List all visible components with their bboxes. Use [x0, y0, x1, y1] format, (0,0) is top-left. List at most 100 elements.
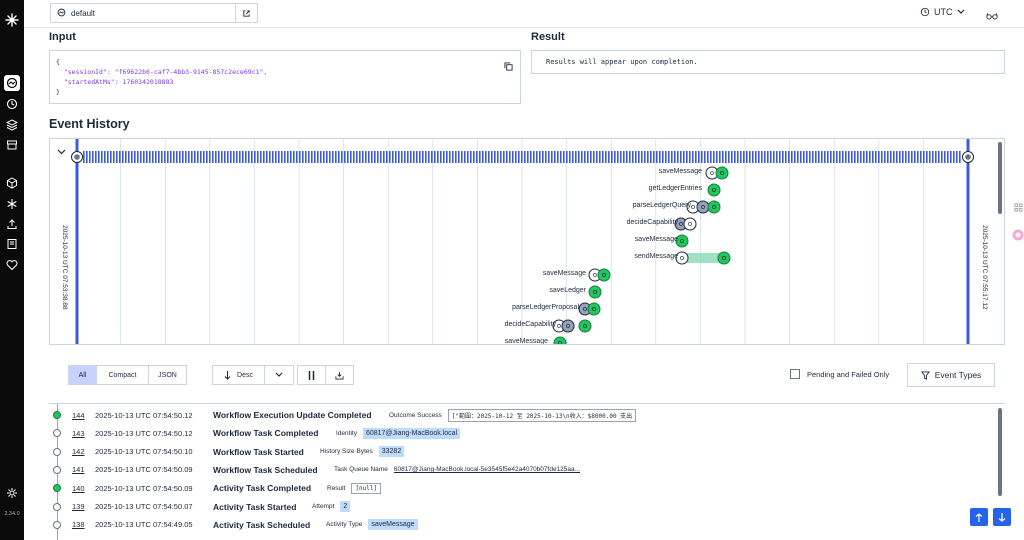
workflow-bar-stripe — [956, 151, 958, 163]
event-timeline[interactable]: 2025-10-13 UTC 07:53:38.88 2025-10-13 UT… — [49, 138, 1005, 345]
timeline-event-label[interactable]: saveMessage — [542, 270, 586, 277]
workflow-bar-stripe — [287, 151, 289, 163]
workflow-bar-stripe — [320, 151, 322, 163]
view-compact-button[interactable]: Compact — [97, 366, 149, 384]
workflow-bar-stripe — [302, 151, 304, 163]
event-id-link[interactable]: 138 — [72, 520, 85, 530]
scroll-bottom-button[interactable] — [993, 508, 1011, 526]
workflow-bar-stripe — [374, 151, 376, 163]
heart-icon[interactable] — [4, 257, 20, 273]
workflow-bar-stripe — [788, 151, 790, 163]
copy-icon[interactable] — [504, 58, 513, 76]
view-json-button[interactable]: JSON — [158, 371, 177, 379]
scroll-top-button[interactable] — [970, 508, 988, 526]
workflow-bar-stripe — [365, 151, 367, 163]
sort-desc-button[interactable]: Desc — [213, 366, 265, 384]
view-mode-group: All Compact JSON — [68, 365, 187, 385]
workflow-bar-stripe — [317, 151, 319, 163]
grid-icon[interactable] — [1012, 200, 1024, 214]
event-id-link[interactable]: 143 — [72, 428, 85, 438]
event-id-link[interactable]: 144 — [72, 410, 85, 420]
workflow-bar-stripe — [89, 151, 91, 163]
event-type: Activity Task Completed — [213, 483, 312, 494]
workflow-bar-stripe — [407, 151, 409, 163]
workflow-bar-stripe — [353, 151, 355, 163]
assistant-icon[interactable] — [1012, 228, 1024, 242]
settings-icon[interactable] — [4, 485, 20, 501]
workflow-bar-stripe — [425, 151, 427, 163]
workflow-bar-stripe — [131, 151, 133, 163]
input-code[interactable]: { "sessionId": "f69622b6-caf7-4bb3-9145-… — [56, 57, 267, 97]
namespace-select[interactable]: default — [50, 3, 236, 23]
pending-failed-toggle[interactable]: Pending and Failed Only — [790, 369, 889, 379]
timeline-event-label[interactable]: parseLedgerQuery — [632, 202, 691, 209]
event-types-label: Event Types — [934, 370, 982, 380]
event-types-button[interactable]: Event Types — [907, 363, 995, 387]
workflow-bar-stripe — [122, 151, 124, 163]
workflow-bar-stripe — [875, 151, 877, 163]
workflow-bar-stripe — [959, 151, 961, 163]
timeline-event-label[interactable]: getLedgerEntries — [648, 185, 702, 192]
pending-failed-checkbox[interactable] — [790, 369, 800, 379]
notebook-icon[interactable] — [4, 236, 20, 252]
timeline-event-label[interactable]: saveMessage — [504, 338, 548, 345]
workflow-bar-stripe — [860, 151, 862, 163]
workflows-icon[interactable] — [4, 75, 20, 91]
timeline-scrollbar[interactable] — [998, 142, 1002, 214]
workflow-bar-stripe — [890, 151, 892, 163]
namespace-external-link-button[interactable] — [236, 3, 258, 23]
timeline-event-label[interactable]: decideCapability — [504, 321, 556, 328]
cube-icon[interactable] — [4, 175, 20, 191]
glasses-icon[interactable] — [986, 8, 998, 26]
timeline-event-label[interactable]: saveMessage — [658, 168, 702, 175]
history-icon[interactable] — [4, 96, 20, 112]
view-all-button[interactable]: All — [69, 366, 97, 384]
event-id-link[interactable]: 139 — [72, 502, 85, 511]
download-button[interactable] — [326, 366, 353, 384]
timeline-event-label[interactable]: saveMessage — [634, 236, 678, 243]
workflow-bar-stripe — [785, 151, 787, 163]
clock-icon — [920, 7, 930, 17]
event-id-link[interactable]: 141 — [72, 465, 85, 475]
event-node-dot — [566, 324, 570, 328]
workflow-bar-stripe — [899, 151, 901, 163]
timezone-select[interactable]: UTC — [920, 7, 965, 17]
timeline-event-label[interactable]: decideCapability — [626, 219, 678, 226]
workflow-bar-stripe — [683, 151, 685, 163]
timeline-event-label[interactable]: sendMessage — [634, 253, 678, 260]
sort-options-button[interactable] — [265, 366, 293, 384]
event-timestamp: 2025-10-13 UTC 07:54:50.12 — [95, 428, 193, 438]
temporal-logo-icon[interactable] — [4, 12, 20, 28]
workflow-bar-stripe — [533, 151, 535, 163]
workflow-bar-stripe — [776, 151, 778, 163]
pause-button[interactable] — [298, 366, 326, 384]
stack-icon[interactable] — [4, 117, 20, 133]
upload-icon[interactable] — [4, 216, 20, 232]
attribute-value[interactable]: 60817@Jiang-MacBook.local-5e3545f5e42a40… — [393, 466, 581, 474]
workflow-bar-stripe — [641, 151, 643, 163]
archive-icon[interactable] — [4, 137, 20, 153]
timeline-event-label[interactable]: saveLedger — [549, 287, 586, 294]
workflow-bar-stripe — [836, 151, 838, 163]
workflow-bar-stripe — [248, 151, 250, 163]
workflow-bar-stripe — [257, 151, 259, 163]
workflow-bar-stripe — [275, 151, 277, 163]
rows-scrollbar[interactable] — [998, 408, 1002, 496]
event-id-link[interactable]: 142 — [72, 447, 85, 457]
workflow-bar-stripe — [191, 151, 193, 163]
workflow-bar-stripe — [710, 151, 712, 163]
workflow-bar-stripe — [254, 151, 256, 163]
workflow-bar-stripe — [635, 151, 637, 163]
asterisk-icon[interactable] — [4, 196, 20, 212]
event-id-link[interactable]: 140 — [72, 483, 85, 493]
download-icon — [335, 371, 344, 380]
timeline-event-label[interactable]: parseLedgerProposal — [512, 304, 579, 311]
